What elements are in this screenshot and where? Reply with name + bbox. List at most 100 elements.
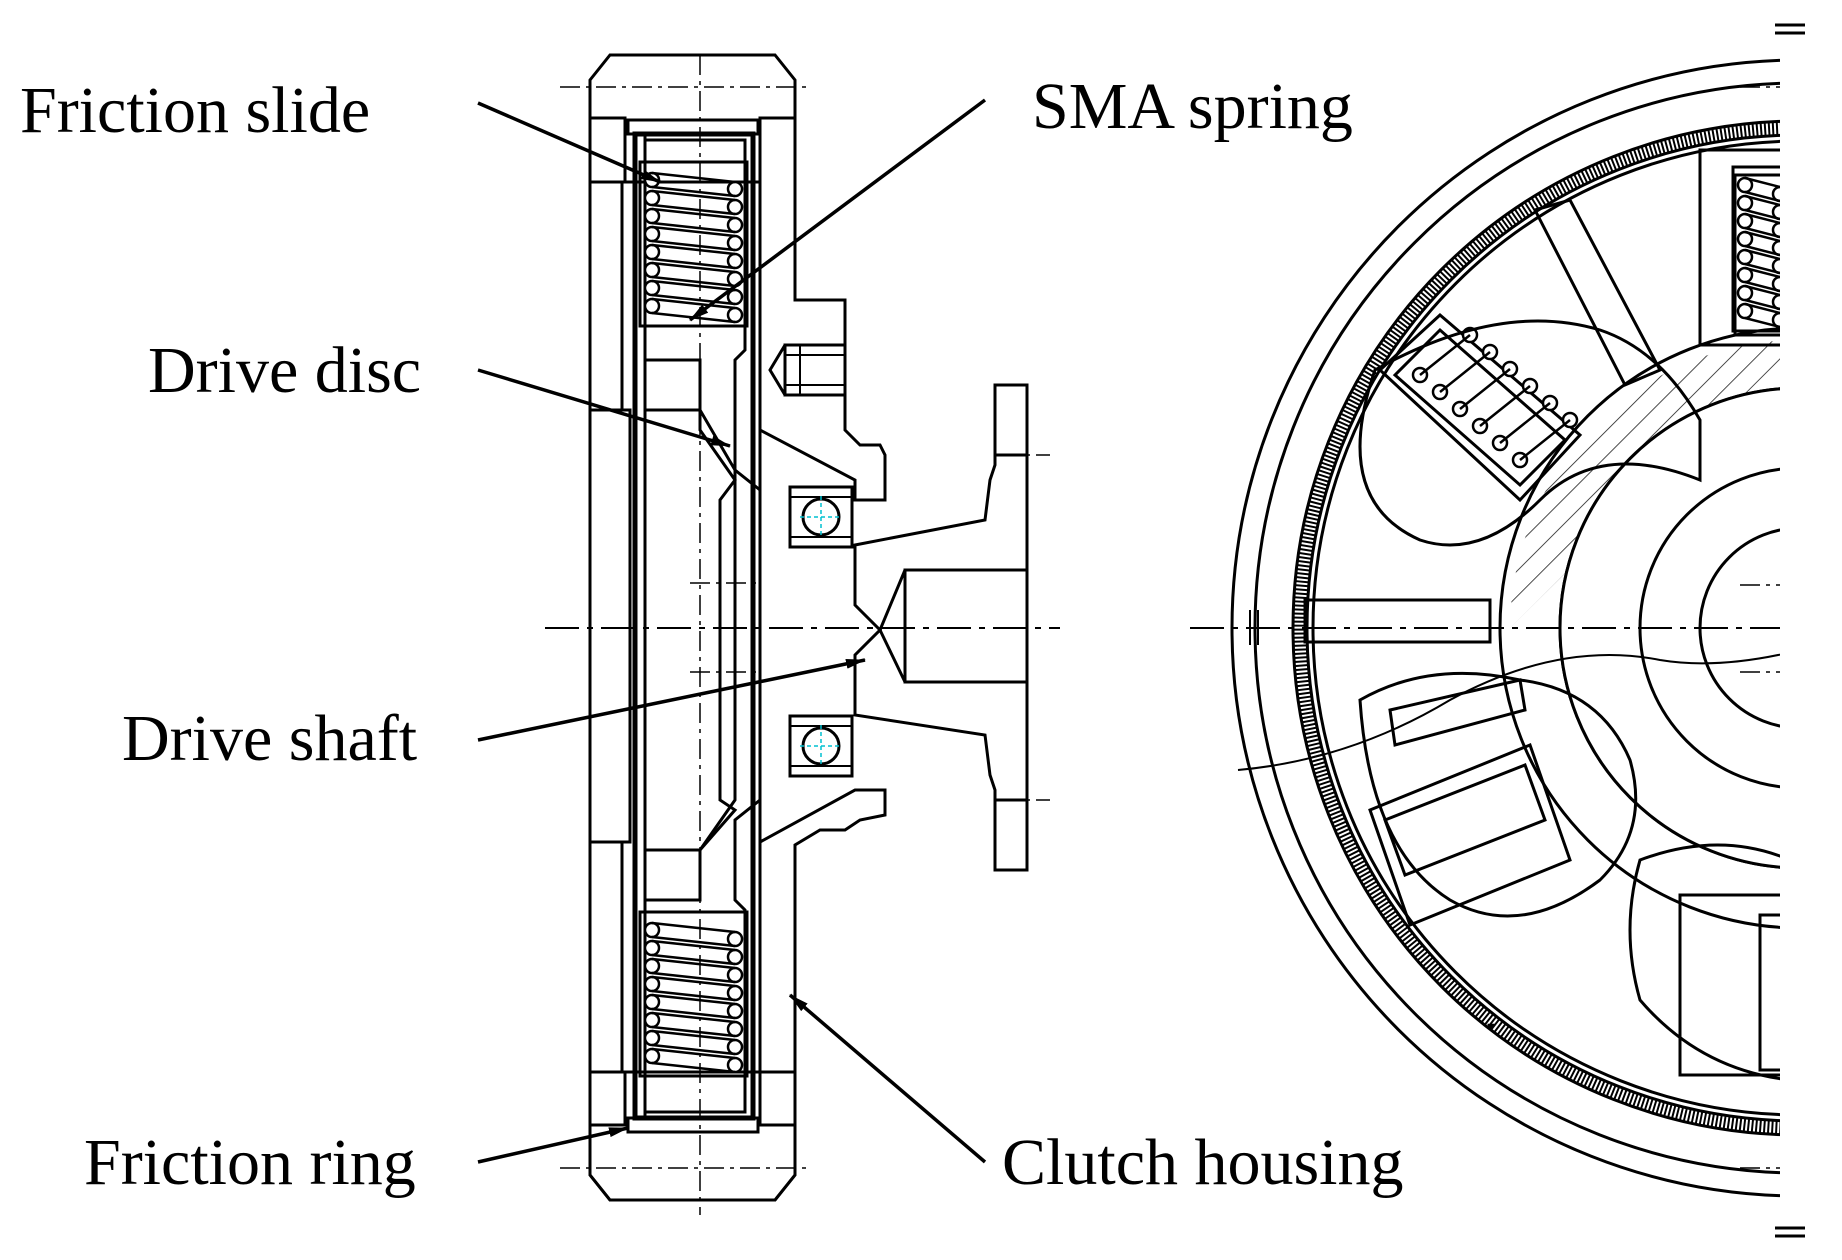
coil-turn bbox=[1771, 311, 1780, 329]
coil-wire bbox=[651, 189, 736, 202]
front-spring-upper-left bbox=[1377, 312, 1583, 503]
sma-spring-upper bbox=[638, 160, 749, 328]
label-friction-slide: Friction slide bbox=[20, 74, 371, 147]
coil-wire bbox=[651, 1025, 736, 1038]
coil-wire bbox=[651, 1061, 736, 1074]
coil-turn bbox=[1771, 221, 1780, 239]
coil-turn bbox=[726, 252, 744, 270]
coil-turn bbox=[643, 279, 661, 297]
coil-wire bbox=[1744, 194, 1780, 207]
coil-wire bbox=[651, 185, 736, 198]
coil-turn bbox=[1771, 275, 1780, 293]
coil-turn bbox=[643, 1029, 661, 1047]
front-spring-lower-left bbox=[1368, 743, 1572, 927]
coil-wire bbox=[1744, 316, 1780, 329]
front-spring-bottom bbox=[1678, 893, 1780, 1077]
spring-pocket bbox=[638, 160, 749, 328]
coil-turn bbox=[1771, 239, 1780, 257]
label-clutch-housing: Clutch housing bbox=[1002, 1126, 1404, 1199]
coil-turn bbox=[643, 1011, 661, 1029]
coil-turn bbox=[643, 207, 661, 225]
coil-turn bbox=[1771, 185, 1780, 203]
leader-lines bbox=[477, 98, 987, 1164]
bolt bbox=[768, 343, 847, 397]
coil-turn bbox=[1771, 203, 1780, 221]
coil-wire bbox=[651, 243, 736, 256]
radial-slots bbox=[1303, 198, 1663, 747]
coil-wire bbox=[651, 225, 736, 238]
coil-wire bbox=[1744, 230, 1780, 243]
coil-wire bbox=[651, 257, 736, 270]
coil-wire bbox=[651, 1029, 736, 1042]
coil-turn bbox=[643, 297, 661, 315]
coil-wire bbox=[1744, 176, 1780, 189]
coil-turn bbox=[726, 306, 744, 324]
coil-wire bbox=[1519, 419, 1571, 461]
coil-wire bbox=[1744, 266, 1780, 279]
coil-wire bbox=[1419, 334, 1471, 376]
coil-turn bbox=[643, 921, 661, 939]
coil-wire bbox=[1744, 190, 1780, 203]
coil-wire bbox=[1744, 284, 1780, 297]
coil-wire bbox=[1744, 262, 1780, 275]
coil-wire bbox=[651, 207, 736, 220]
label-friction-ring: Friction ring bbox=[84, 1126, 416, 1199]
coil-turn bbox=[1771, 293, 1780, 311]
coil-wire bbox=[1499, 402, 1551, 444]
coil-wire bbox=[651, 275, 736, 288]
spring-pocket bbox=[1731, 165, 1780, 333]
coil-turn bbox=[643, 189, 661, 207]
coil-wire bbox=[651, 935, 736, 948]
label-drive-disc: Drive disc bbox=[148, 334, 422, 407]
coil-wire bbox=[1744, 244, 1780, 257]
coil-wire bbox=[651, 261, 736, 274]
coil-wire bbox=[651, 971, 736, 984]
coil-wire bbox=[1744, 226, 1780, 239]
coil-wire bbox=[651, 993, 736, 1006]
coil-turn bbox=[726, 198, 744, 216]
coil-wire bbox=[1479, 385, 1531, 427]
coil-wire bbox=[1439, 351, 1491, 393]
coil-turn bbox=[726, 1038, 744, 1056]
leader-clutch-housing bbox=[788, 993, 987, 1164]
coil-wire bbox=[651, 921, 736, 934]
coil-wire bbox=[651, 975, 736, 988]
coil-turn bbox=[726, 930, 744, 948]
clutch-housing-section bbox=[588, 53, 887, 1202]
coil-turn bbox=[643, 243, 661, 261]
front-spring-top bbox=[1698, 148, 1780, 347]
coil-wire bbox=[1744, 302, 1780, 315]
leader-friction-ring bbox=[477, 1126, 629, 1164]
coil-turn bbox=[643, 975, 661, 993]
coil-wire bbox=[651, 293, 736, 306]
coil-wire bbox=[1744, 248, 1780, 261]
section-view bbox=[545, 53, 1060, 1215]
coil-wire bbox=[651, 297, 736, 310]
coil-wire bbox=[651, 957, 736, 970]
sma-spring-lower bbox=[638, 910, 749, 1078]
leader-friction-slide bbox=[477, 101, 661, 184]
coil-turn bbox=[726, 984, 744, 1002]
label-drive-shaft: Drive shaft bbox=[122, 702, 418, 775]
coil-wire bbox=[1744, 280, 1780, 293]
coil-turn bbox=[643, 993, 661, 1011]
coil-turn bbox=[726, 1020, 744, 1038]
coil-turn bbox=[643, 957, 661, 975]
leader-drive-disc bbox=[477, 368, 731, 448]
coil-wire bbox=[651, 939, 736, 952]
disc-openings bbox=[1358, 319, 1780, 1081]
coil-wire bbox=[1744, 298, 1780, 311]
coil-turn bbox=[726, 948, 744, 966]
coil-wire bbox=[1744, 208, 1780, 221]
coil-wire bbox=[651, 953, 736, 966]
coil-turn bbox=[726, 966, 744, 984]
coil-turn bbox=[726, 1056, 744, 1074]
coil-wire bbox=[651, 171, 736, 184]
drive-disc-section bbox=[643, 138, 762, 1114]
front-view bbox=[1190, 58, 1780, 1198]
coil-turn bbox=[726, 180, 744, 198]
coil-turn bbox=[726, 234, 744, 252]
coil-turn bbox=[643, 939, 661, 957]
spring-pocket bbox=[638, 910, 749, 1078]
